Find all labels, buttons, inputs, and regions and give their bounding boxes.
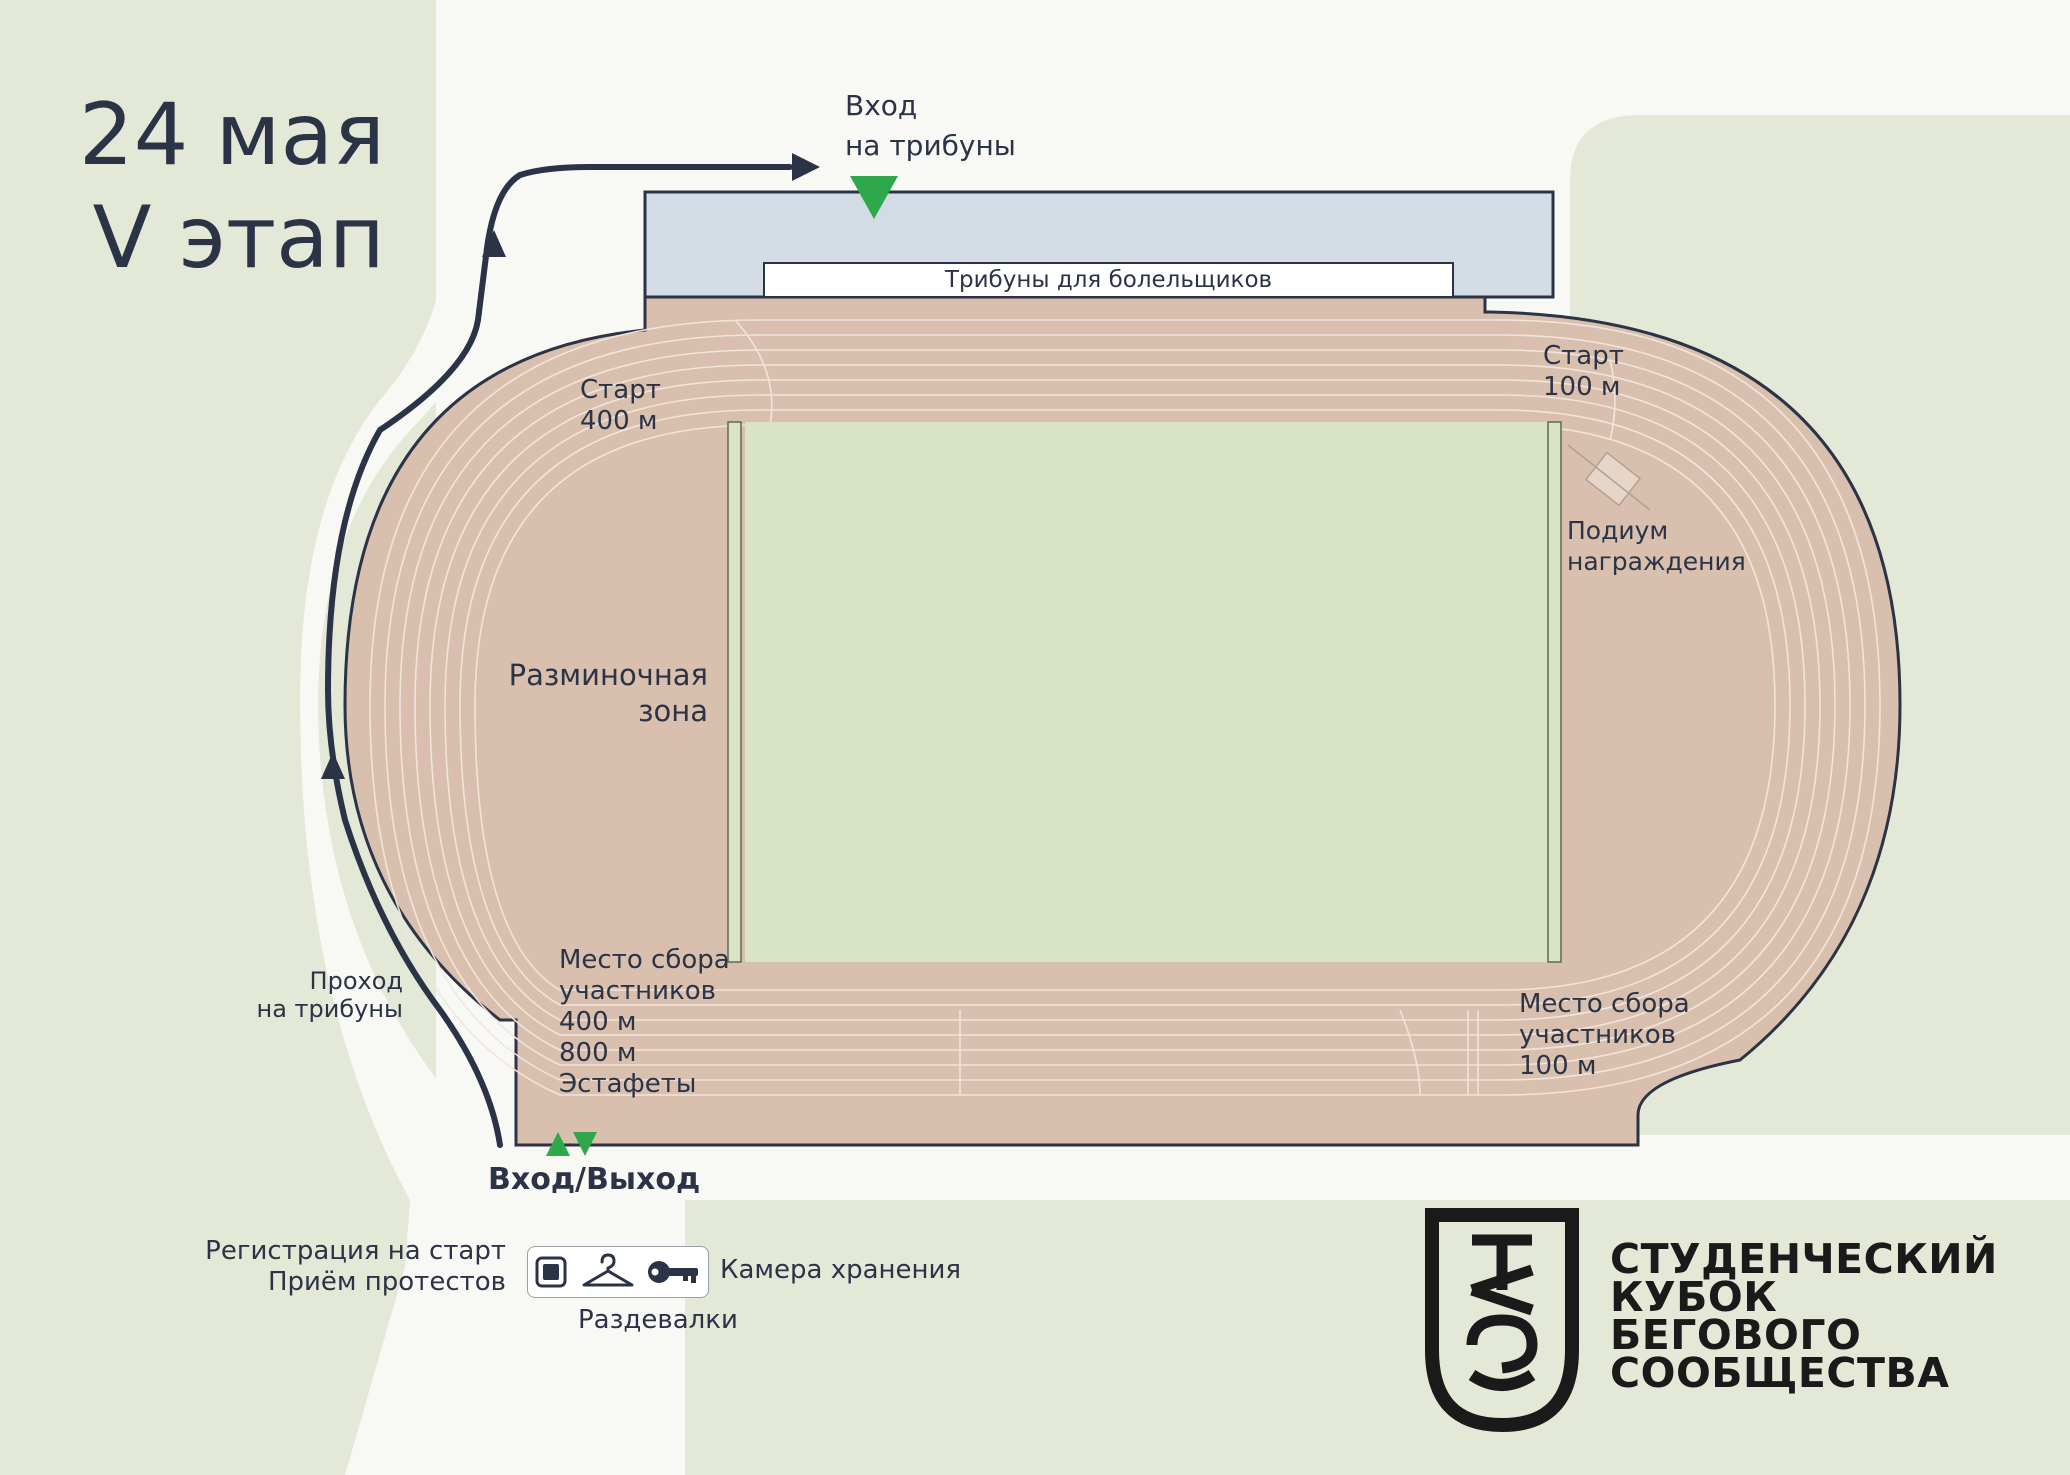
- stands-entrance-marker-icon: [850, 176, 898, 219]
- football-field: [745, 422, 1550, 962]
- lane-line: [444, 394, 1806, 1021]
- lane-line: [474, 424, 1776, 991]
- podium-line2: награждения: [1567, 547, 1746, 576]
- entrance-up-marker-icon: [546, 1132, 570, 1156]
- pass-to-stands-line1: Проход: [309, 967, 403, 995]
- stands-seating: [763, 262, 1454, 298]
- registration-label: Регистрация на старт Приём протестов: [150, 1236, 506, 1298]
- stands-label: Трибуны для болельщиков: [944, 267, 1273, 293]
- lane-line: [429, 379, 1821, 1036]
- route-arrowhead-up: [482, 230, 506, 257]
- pass-to-stands-label: Проход на трибуны: [180, 967, 403, 1023]
- start-400-line1: Старт: [580, 375, 661, 405]
- stands-entrance-line1: Вход: [845, 89, 918, 122]
- road-bottom-strip: [505, 1190, 685, 1475]
- lane-line: [459, 409, 1791, 1006]
- start-100-line1: Старт: [1543, 341, 1624, 371]
- brand-line3: БЕГОВОГО: [1610, 1311, 1862, 1359]
- warmup-label: Разминочная зона: [480, 657, 708, 729]
- route-arrow: [324, 164, 793, 1148]
- gathering-400-line1: Место сбора: [559, 945, 730, 975]
- warmup-line2: зона: [638, 694, 708, 728]
- gathering-100-line1: Место сбора: [1519, 989, 1690, 1019]
- start-100-label: Старт 100 м: [1543, 341, 1624, 403]
- start-100-line2: 100 м: [1543, 372, 1621, 402]
- registration-line1: Регистрация на старт: [205, 1236, 506, 1266]
- lane-line: [369, 319, 1881, 1096]
- brand-logo-icon: [1425, 1208, 1579, 1433]
- gathering-400-label: Место сбора участников 400 м 800 м Эстаф…: [559, 945, 730, 1100]
- podium-label: Подиум награждения: [1567, 515, 1746, 577]
- pass-to-stands-line2: на трибуны: [256, 995, 403, 1023]
- registration-line2: Приём протестов: [267, 1267, 506, 1297]
- stagger-line: [1399, 1009, 1421, 1096]
- event-stage: V этап: [92, 188, 385, 288]
- changing-rooms-label: Раздевалки: [578, 1305, 738, 1335]
- green-area-bottom-right: [660, 1200, 2070, 1475]
- lane-line: [384, 334, 1866, 1081]
- gathering-400-line3: 400 м: [559, 1007, 637, 1037]
- gathering-400-line4: 800 м: [559, 1038, 637, 1068]
- route-arrowhead-right: [792, 153, 820, 181]
- route-arrowhead-lower: [321, 752, 345, 779]
- facilities-icon-box: [527, 1246, 709, 1298]
- registration-icon: [535, 1256, 567, 1288]
- gathering-400-line5: Эстафеты: [559, 1069, 697, 1099]
- exit-down-marker-icon: [573, 1132, 597, 1156]
- facilities-icons: [535, 1253, 698, 1288]
- storage-label: Камера хранения: [720, 1255, 962, 1285]
- gathering-100-line3: 100 м: [1519, 1051, 1597, 1081]
- podium-icon: [1567, 444, 1651, 511]
- lane-line: [399, 349, 1851, 1066]
- brand-line1: СТУДЕНЧЕСКИЙ: [1610, 1235, 1998, 1283]
- road-left-diagonal: [345, 1180, 480, 1475]
- stands-entrance-line2: на трибуны: [845, 129, 1016, 162]
- brand-line4: СООБЩЕСТВА: [1610, 1349, 1950, 1397]
- start-400-line2: 400 м: [580, 406, 658, 436]
- brand-name: СТУДЕНЧЕСКИЙ КУБОК БЕГОВОГО СООБЩЕСТВА: [1610, 1235, 1998, 1397]
- gathering-100-label: Место сбора участников 100 м: [1519, 989, 1690, 1082]
- hanger-icon: [582, 1253, 634, 1287]
- gathering-100-line2: участников: [1519, 1020, 1676, 1050]
- stagger-line: [1609, 359, 1616, 441]
- gathering-400-line2: участников: [559, 976, 716, 1006]
- start-400-label: Старт 400 м: [580, 375, 661, 437]
- road-path-left: [300, 250, 560, 1475]
- stagger-line: [734, 319, 773, 426]
- field-bench-right: [1547, 421, 1562, 963]
- stands-entrance-label: Вход на трибуны: [845, 86, 1016, 166]
- field-bench-left: [727, 421, 742, 963]
- warmup-line1: Разминочная: [508, 658, 708, 692]
- key-icon: [648, 1261, 698, 1283]
- brand-line2: КУБОК: [1610, 1273, 1778, 1321]
- podium-line1: Подиум: [1567, 516, 1669, 545]
- event-date: 24 мая: [78, 85, 385, 185]
- entrance-exit-label: Вход/Выход: [488, 1162, 701, 1197]
- lane-line: [414, 364, 1836, 1051]
